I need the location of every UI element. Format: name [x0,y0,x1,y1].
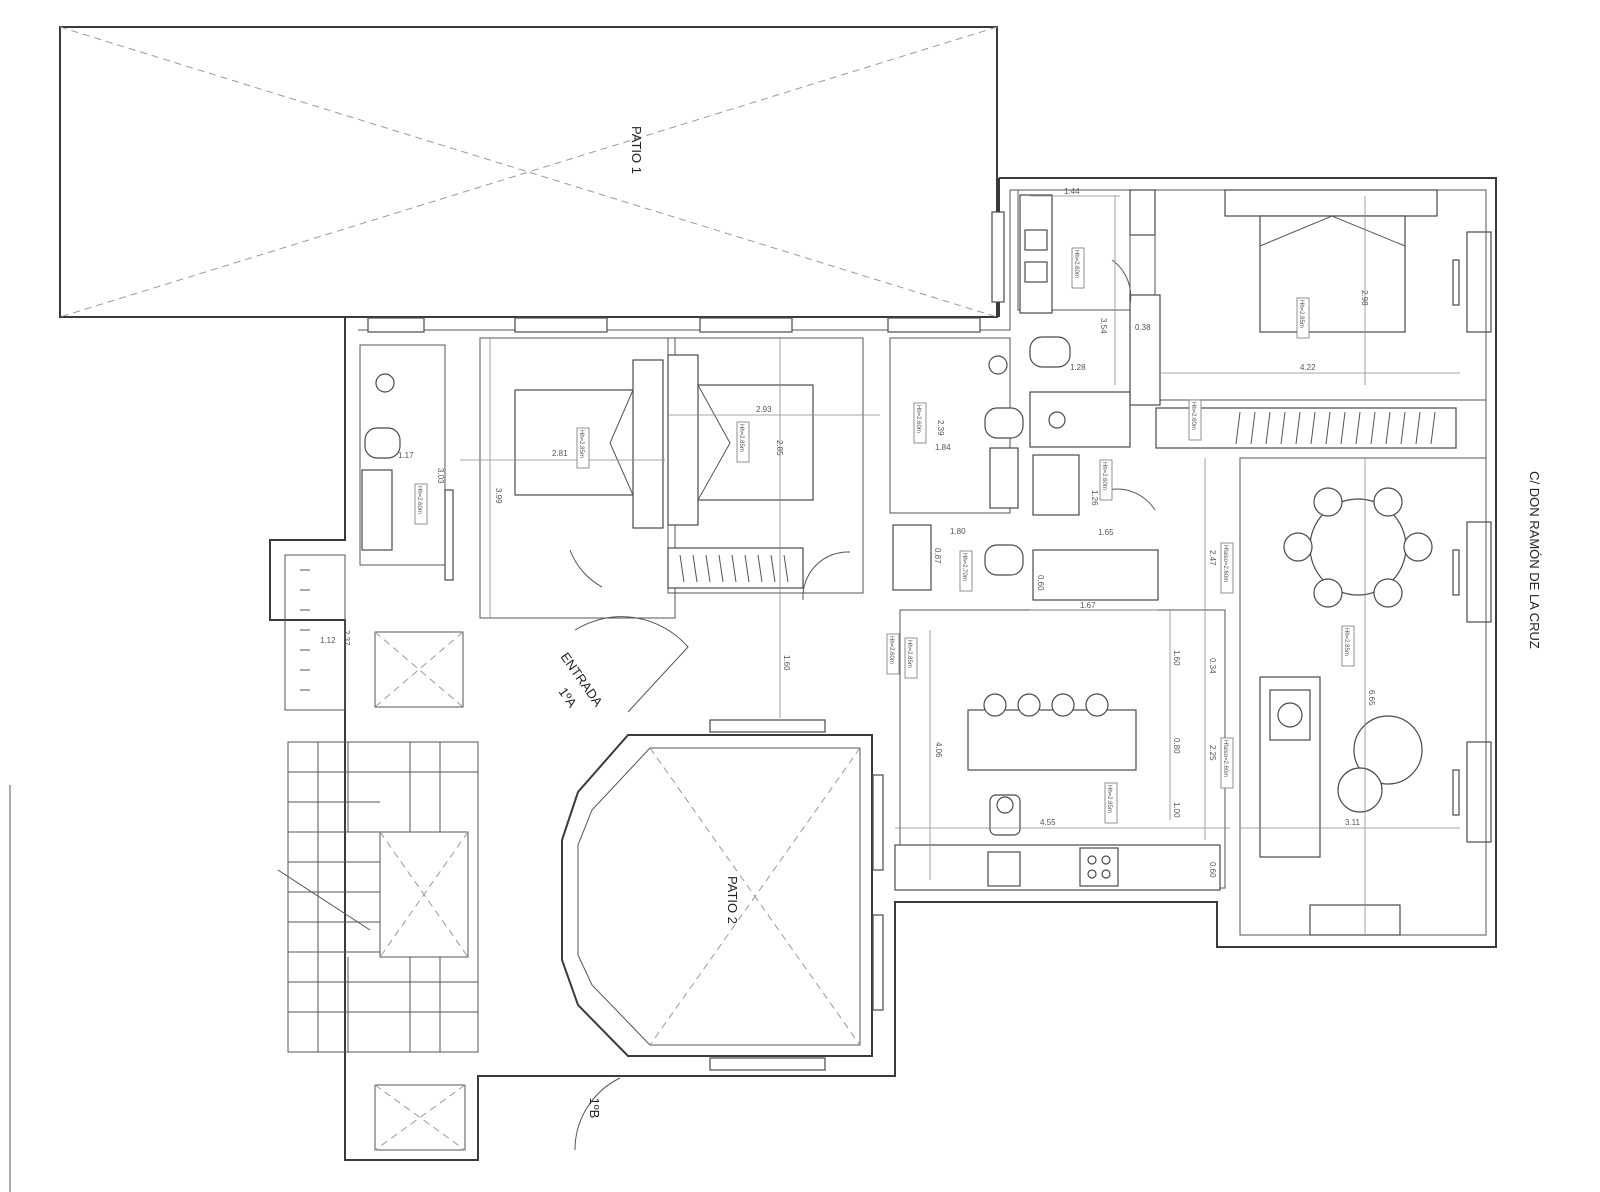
dim-3-54: 3.54 [1099,318,1108,334]
dim-1-44: 1.44 [1064,187,1080,196]
tag-bedroom-2: Hh=2.85m [578,430,584,458]
tag-bedroom-3: Hh=2.85m [738,424,744,452]
dim-2-37: 2.37 [342,630,351,646]
tag-laundry: Hh=2.60m [1101,462,1107,490]
tag-ensuite: Hh=2.60m [1073,250,1079,278]
tag-hall-1: Hfalso=2.60m [1222,545,1228,582]
street-windows [1452,231,1492,843]
dim-2-85: 2.85 [775,440,784,456]
dim-3-11: 3.11 [1345,818,1361,827]
master-bedroom [1154,189,1487,449]
tag-hall-2: Hfalso=2.60m [1222,740,1228,777]
dim-4-55: 4.55 [1040,818,1056,827]
dim-1-60-a: 1.60 [1172,650,1181,666]
dim-0-87: 0.87 [933,548,942,564]
dim-3-99: 3.99 [494,488,503,504]
dim-0-60-b: 0.60 [1208,862,1217,878]
dim-1-26: 1.26 [1090,490,1099,506]
patio-2: PATIO 2 [561,719,884,1071]
dim-0-34: 0.34 [1208,658,1217,674]
street-label: C/ DON RAMÓN DE LA CRUZ [1527,471,1542,649]
tag-dressing: Hh=2.60m [1190,402,1196,430]
dim-4-22: 4.22 [1300,363,1316,372]
dim-4-06: 4.06 [934,742,943,758]
dim-2-93: 2.93 [756,405,772,414]
height-tags: Hh=2.85m Hh=2.60m Hh=2.60m Hh=2.85m Hh=2… [414,247,1355,824]
patio-1: PATIO 1 [59,26,998,318]
ensuite-bathroom [1017,189,1161,448]
dim-2-25: 2.25 [1208,745,1217,761]
patio-windows [367,211,1005,333]
dim-6-65: 6.65 [1367,690,1376,706]
tag-master-bedroom: Hh=2.85m [1298,300,1304,328]
middle-bathrooms [889,337,1159,601]
dim-1-17: 1.17 [398,451,414,460]
left-bathroom [284,344,454,711]
dim-1-65: 1.65 [1098,528,1114,537]
tag-left-bathroom: Hh=2.60m [416,486,422,514]
bedrooms [479,337,864,619]
kitchen [894,609,1226,891]
dim-1-67: 1.67 [1080,601,1096,610]
tag-corridor-2: Hh=2.60m [888,636,894,664]
tag-living: Hh=2.85m [1343,628,1349,656]
dim-2-47: 2.47 [1208,550,1217,566]
dim-1-00: 1.00 [1172,802,1181,818]
dim-0-80: 0.80 [1172,738,1181,754]
entrance-hall: ENTRADA 1ºA [374,616,689,713]
dim-0-60-a: 0.60 [1036,575,1045,591]
dim-2-98: 2.98 [1360,290,1369,306]
living-dining [1239,457,1487,936]
dim-1-60-b: 1.60 [782,655,791,671]
dim-2-81: 2.81 [552,449,568,458]
dim-1-80: 1.80 [950,527,966,536]
dim-1-12: 1.12 [320,636,336,645]
door-1b-label: 1ºB [587,1098,602,1119]
patio-2-label: PATIO 2 [725,876,740,924]
dim-1-84: 1.84 [935,443,951,452]
dimension-labels: 1.44 3.54 0.38 1.28 4.22 2.98 2.93 2.81 … [320,187,1376,878]
patio-1-label: PATIO 1 [629,126,644,174]
dim-2-39: 2.39 [936,420,945,436]
dimension-lines [460,195,1460,935]
door-1a-label: 1ºA [556,685,580,711]
tag-bathroom-2: Hh=2.60m [915,405,921,433]
dim-0-38: 0.38 [1135,323,1151,332]
dim-3-03: 3.03 [436,468,445,484]
stairwell: 1ºB [277,741,621,1151]
tag-wc: Hh=2.70m [961,553,967,581]
dim-1-28: 1.28 [1070,363,1086,372]
tag-kitchen: Hh=2.85m [1106,785,1112,813]
tag-corridor-1: Hh=2.85m [906,640,912,668]
